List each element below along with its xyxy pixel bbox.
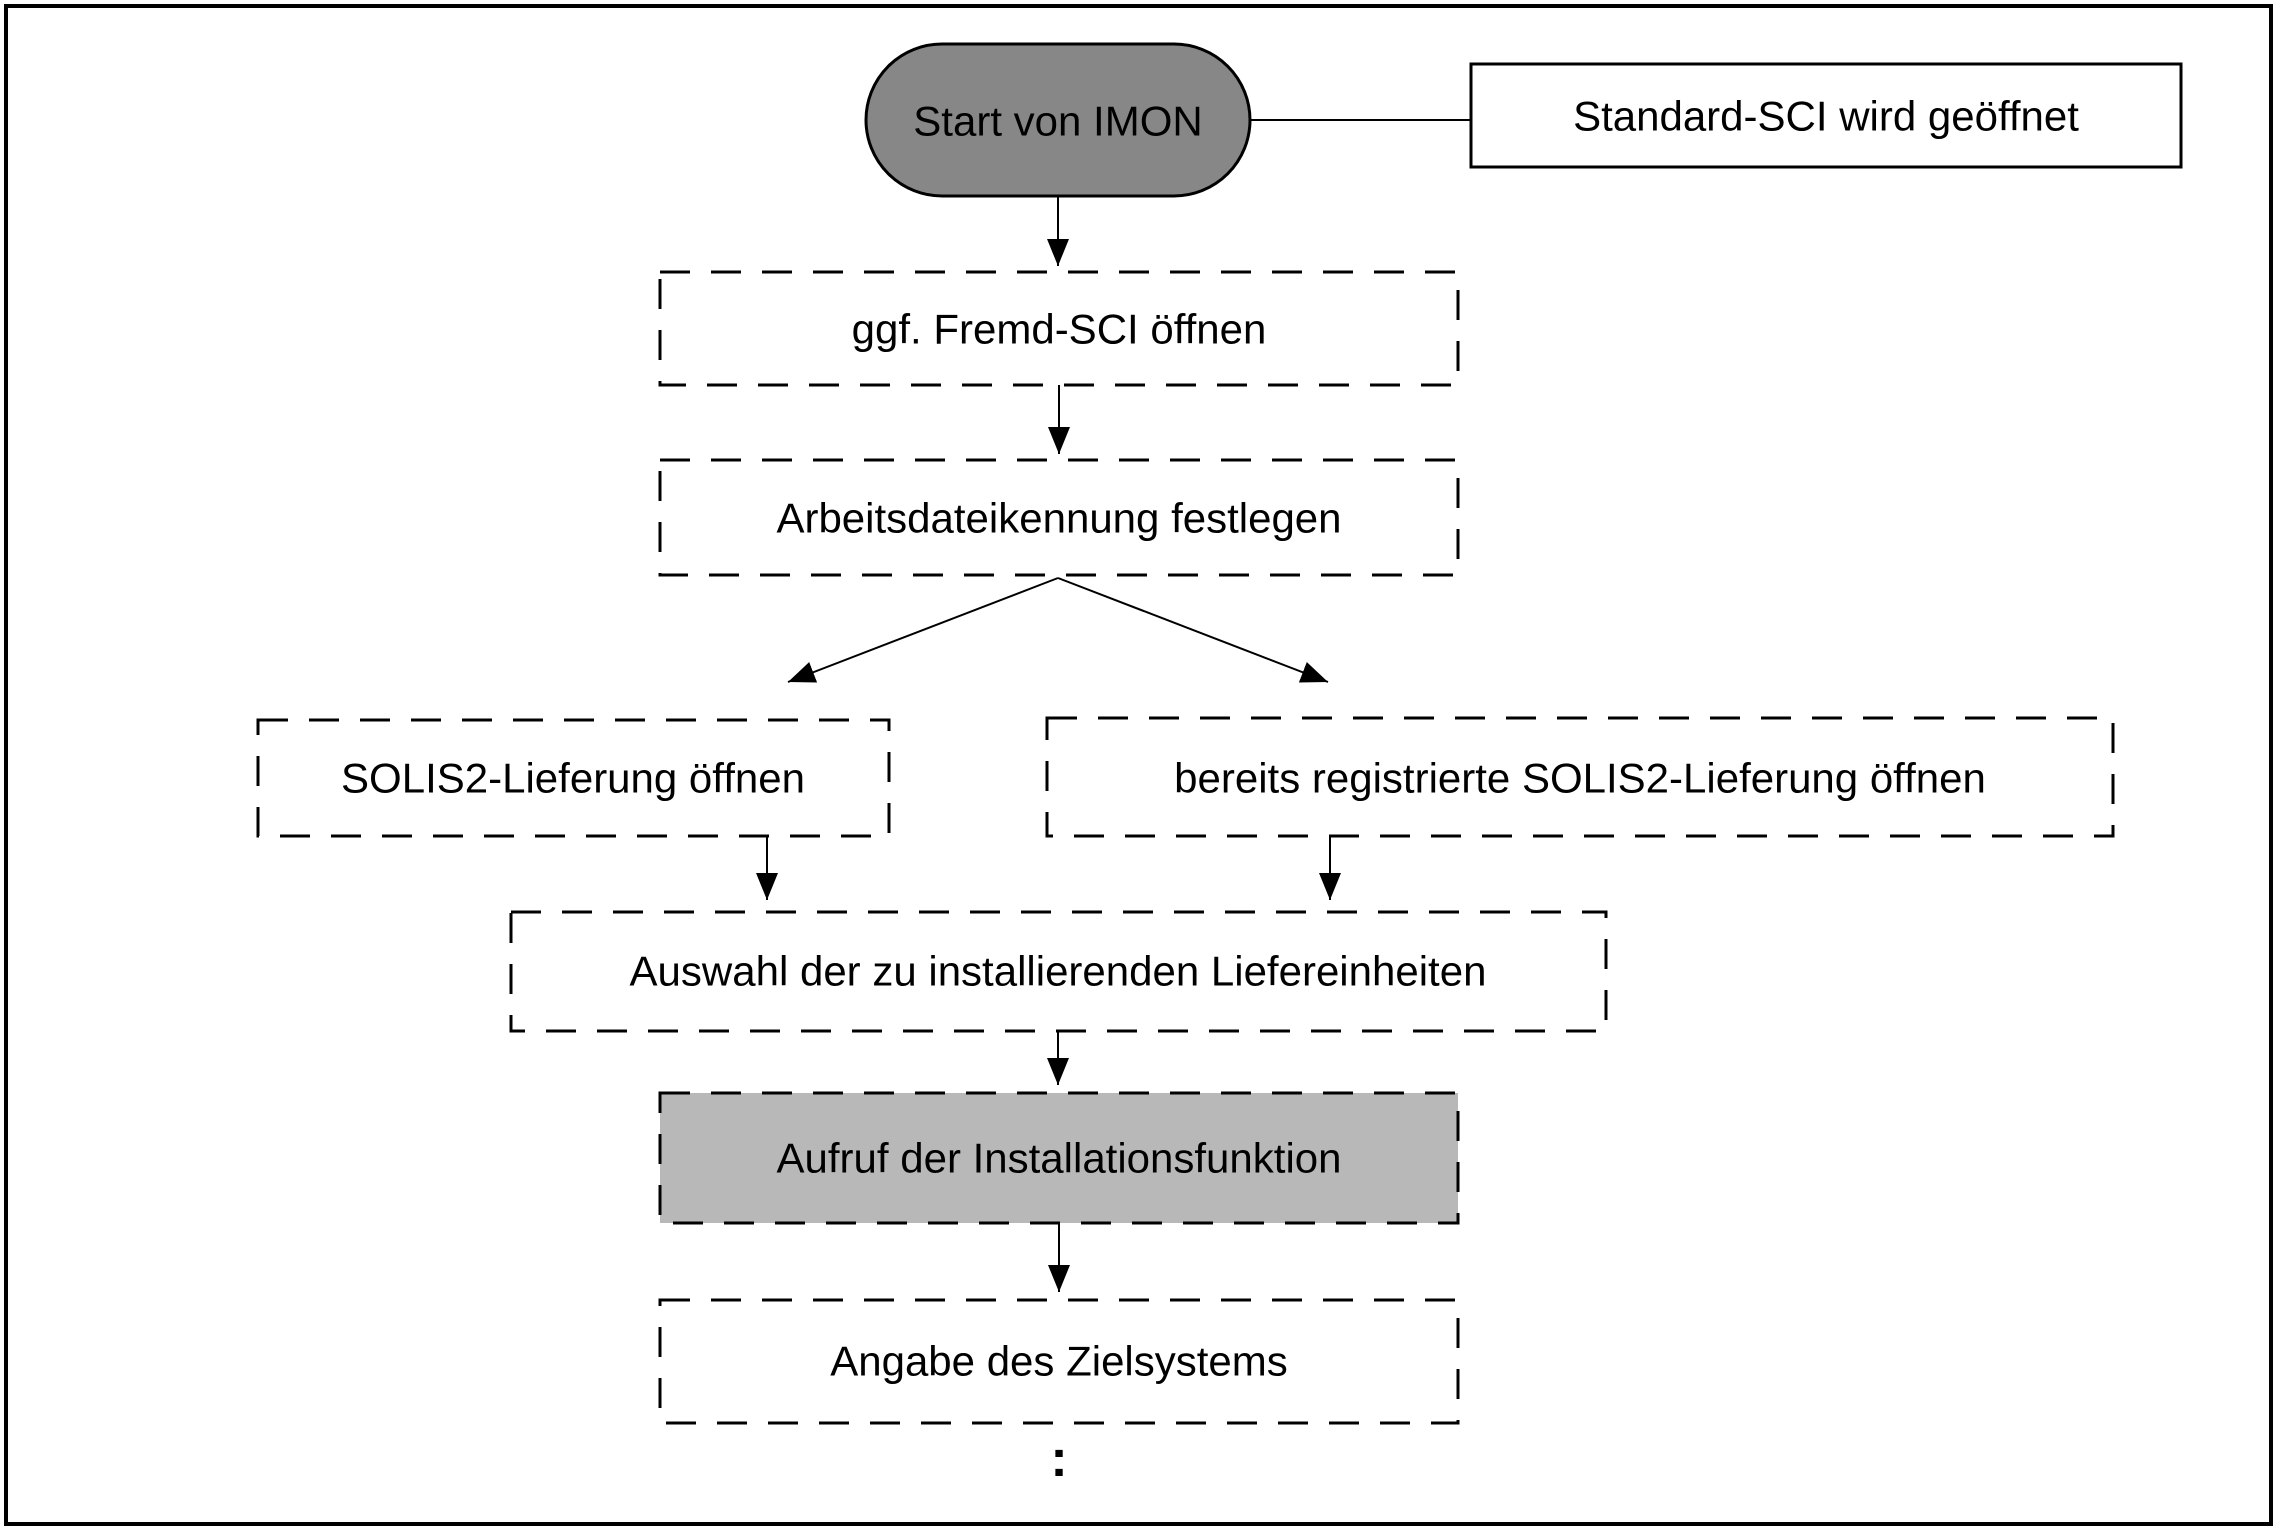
edge-arbeitsdatei-to-solis-neu	[787, 577, 1059, 683]
node-solis-neu-label: SOLIS2-Lieferung öffnen	[341, 755, 805, 802]
node-arbeitsdatei: Arbeitsdateikennung festlegen	[658, 458, 1460, 577]
node-solis-neu: SOLIS2-Lieferung öffnen	[256, 718, 891, 838]
solis-registriert-box-shape	[1045, 716, 2115, 838]
node-annotation: Standard-SCI wird geöffnet	[1469, 62, 2183, 169]
auswahl-box-shape	[509, 910, 1608, 1033]
continuation-colon: :	[1050, 1430, 1067, 1488]
node-aufruf: Aufruf der Installationsfunktion	[658, 1091, 1460, 1225]
aufruf-box-shape	[658, 1091, 1460, 1225]
fremd-sci-box-shape	[658, 270, 1460, 387]
node-aufruf-label: Aufruf der Installationsfunktion	[777, 1135, 1342, 1182]
node-annotation-label: Standard-SCI wird geöffnet	[1573, 93, 2079, 140]
node-zielsystem-label: Angabe des Zielsystems	[830, 1338, 1288, 1385]
node-fremd-sci-label: ggf. Fremd-SCI öffnen	[852, 306, 1267, 353]
node-solis-registriert: bereits registrierte SOLIS2-Lieferung öf…	[1045, 716, 2115, 838]
node-start-label: Start von IMON	[913, 98, 1202, 145]
node-fremd-sci: ggf. Fremd-SCI öffnen	[658, 270, 1460, 387]
page-border	[4, 4, 2273, 1526]
solis-neu-box-shape	[256, 718, 891, 838]
arbeitsdatei-box-shape	[658, 458, 1460, 577]
node-start: Start von IMON	[864, 42, 1252, 198]
annotation-box-shape	[1469, 62, 2183, 169]
node-auswahl-label: Auswahl der zu installierenden Lieferein…	[630, 948, 1487, 995]
edge-arbeitsdatei-to-solis-registriert	[1057, 577, 1329, 683]
node-auswahl: Auswahl der zu installierenden Lieferein…	[509, 910, 1608, 1033]
node-zielsystem: Angabe des Zielsystems	[658, 1298, 1460, 1425]
node-solis-registriert-label: bereits registrierte SOLIS2-Lieferung öf…	[1174, 755, 1986, 802]
node-arbeitsdatei-label: Arbeitsdateikennung festlegen	[776, 495, 1341, 542]
zielsystem-box-shape	[658, 1298, 1460, 1425]
